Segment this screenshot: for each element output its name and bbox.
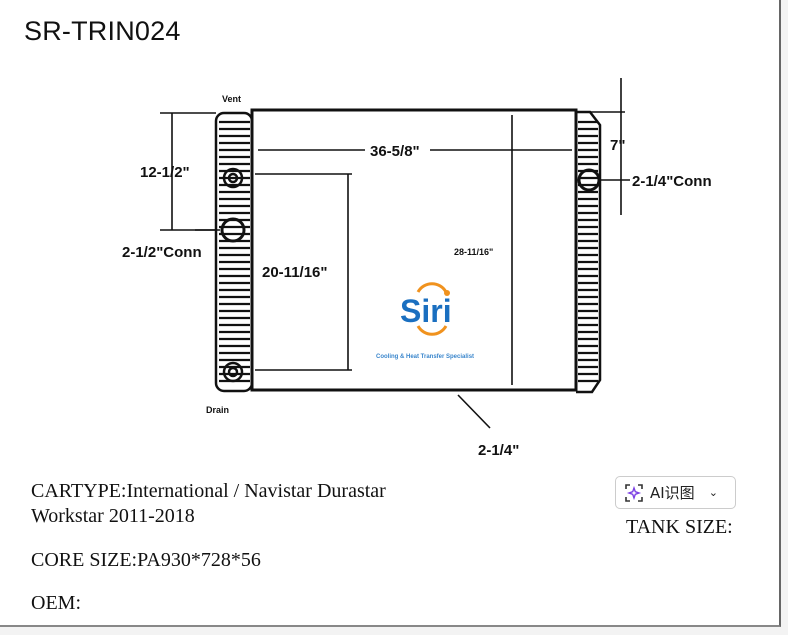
sparkle-scan-icon (625, 483, 643, 502)
core-depth-dim: 2-1/4" (478, 442, 519, 459)
ai-image-recognition-button[interactable]: AI识图 ⌄ (615, 476, 736, 509)
chevron-down-icon[interactable]: ⌄ (708, 486, 718, 499)
inner-height-dim: 20-11/16" (262, 264, 328, 281)
vent-label: Vent (222, 94, 241, 104)
part-number-title: SR-TRIN024 (24, 16, 181, 46)
inlet-conn-label: 2-1/2"Conn (122, 244, 202, 261)
ai-button-label: AI识图 (650, 484, 695, 502)
left-tank (214, 111, 254, 393)
core (250, 108, 578, 392)
top-offset-dim: 7" (610, 137, 625, 154)
cartype-line1: CARTYPE:International / Navistar Durasta… (31, 480, 386, 502)
inlet-offset-dim: 12-1/2" (140, 164, 190, 181)
radiator-diagram: Vent Drain 36-5/8" 7" 2-1/4"Conn 12-1/2"… (122, 78, 712, 459)
cartype-line2: Workstar 2011-2018 (31, 505, 195, 527)
drain-label: Drain (206, 405, 229, 415)
tank-size: TANK SIZE: (626, 516, 733, 538)
logo-tagline: Cooling & Heat Transfer Specialist (376, 354, 474, 360)
core-size: CORE SIZE:PA930*728*56 (31, 549, 261, 571)
outlet-conn-label: 2-1/4"Conn (632, 173, 712, 190)
width-dim: 36-5/8" (370, 143, 420, 160)
oem: OEM: (31, 592, 81, 614)
core-height-dim: 28-11/16" (454, 247, 493, 257)
siri-logo: Siri Cooling & Heat Transfer Specialist (365, 268, 495, 373)
right-tank (576, 110, 602, 394)
logo-brand: Siri (400, 293, 452, 329)
